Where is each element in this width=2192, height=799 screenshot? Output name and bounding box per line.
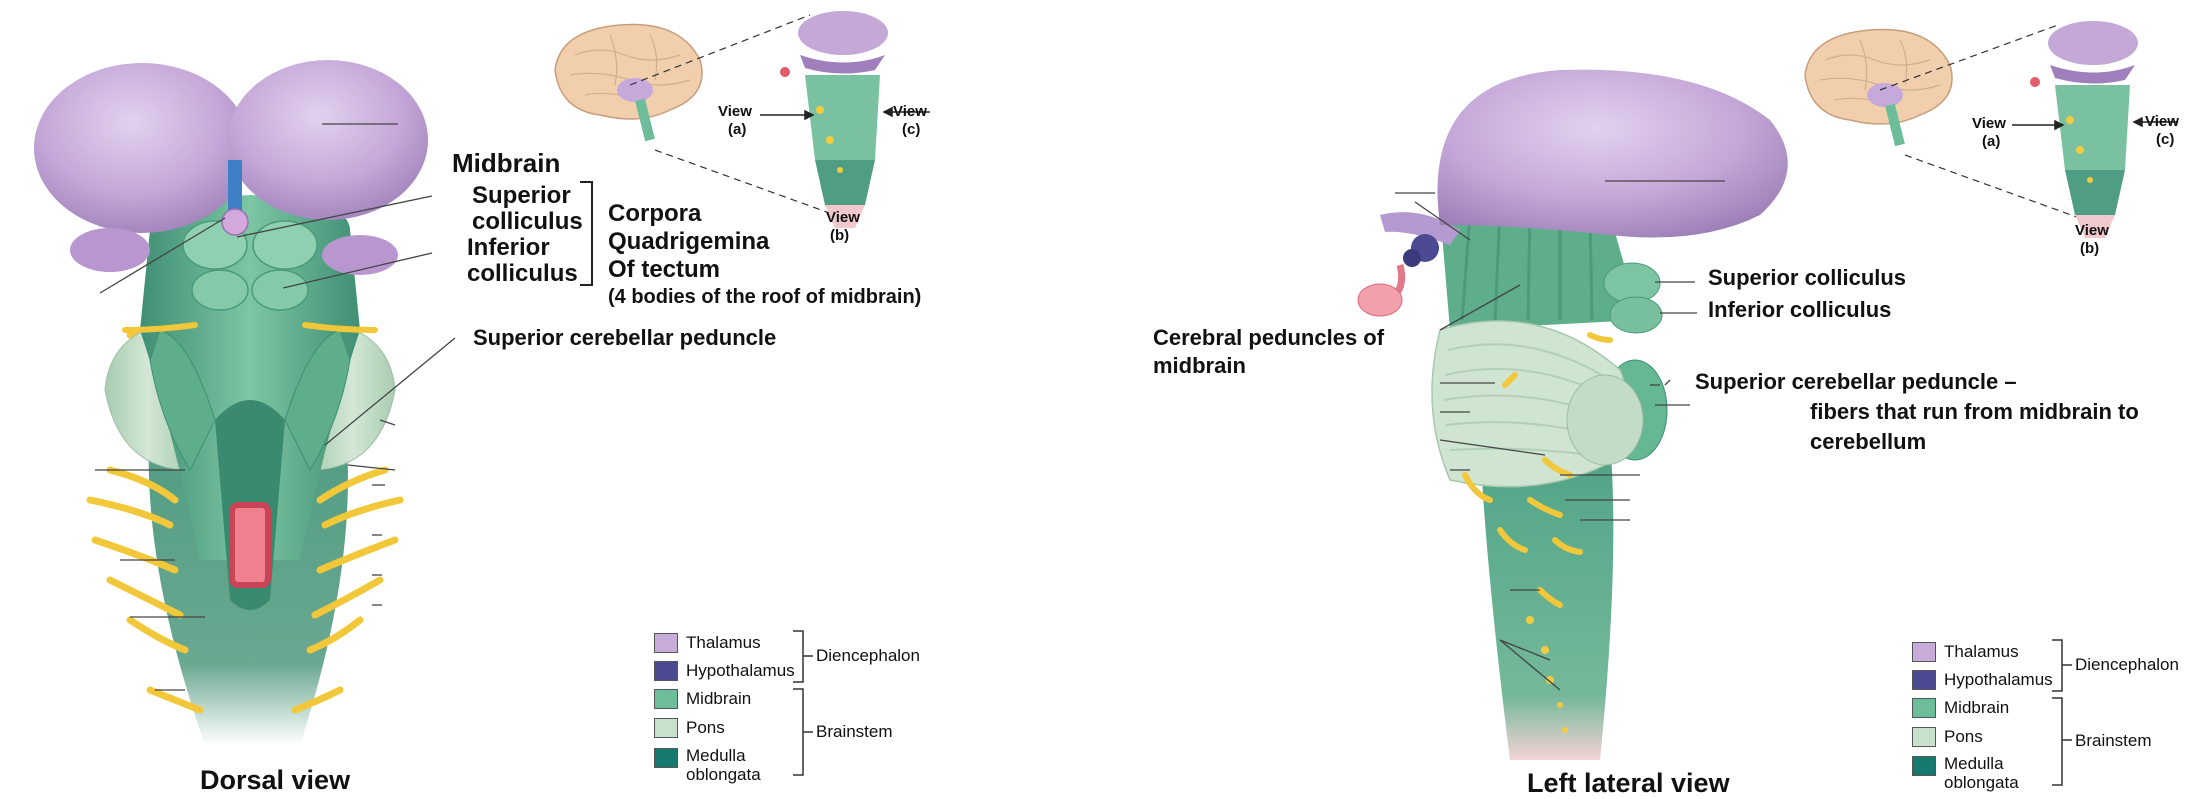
inset-thalamus-small-left [617, 78, 653, 102]
inferior-colliculus-label-2: colliculus [467, 260, 578, 288]
inset-cerebrum-left [555, 24, 702, 119]
pulvinar-right [322, 235, 398, 275]
legend-right-swatch-hypothalamus [1912, 670, 1936, 690]
legend-label-pons: Pons [686, 718, 725, 737]
legend-label-medulla-2: oblongata [686, 765, 761, 784]
legend-right-swatch-midbrain [1912, 698, 1936, 718]
legend-brackets [793, 631, 2072, 785]
legend-right-group-diencephalon: Diencephalon [2075, 655, 2179, 674]
corpora-line-2: Quadrigemina [608, 228, 769, 256]
thalamus-left [34, 63, 250, 233]
legend-right-swatch-pons [1912, 727, 1936, 747]
legend-swatch-hypothalamus [654, 661, 678, 681]
inset-left-view-a-1: View [718, 103, 752, 120]
medulla-lateral [1480, 440, 1613, 760]
lateral-view-caption: Left lateral view [1527, 768, 1730, 799]
lateral-brainstem [1358, 70, 1788, 760]
legend-group-diencephalon: Diencephalon [816, 646, 920, 665]
cut-middle-peduncle [1567, 375, 1643, 465]
inset-left-view-b-1: View [826, 209, 860, 226]
pulvinar-left [70, 228, 150, 272]
inset-left-view-c-2: (c) [902, 121, 920, 138]
inset-midbrain-left [805, 75, 880, 160]
inset-cerebrum-right [1805, 29, 1952, 124]
dorsal-view-caption: Dorsal view [200, 765, 350, 796]
inset-right-view-a-1: View [1972, 115, 2006, 132]
corpora-line-3: Of tectum [608, 256, 720, 284]
legend-right-label-medulla-2: oblongata [1944, 773, 2019, 792]
midbrain-title: Midbrain [452, 148, 560, 178]
legend-swatch-midbrain [654, 689, 678, 709]
thalamus-lateral [1438, 70, 1788, 238]
inset-right-view-b-1: View [2075, 222, 2109, 239]
inset-right-view-a-2: (a) [1982, 133, 2000, 150]
legend-right-label-hypothalamus: Hypothalamus [1944, 670, 2053, 689]
legend-swatch-pons [654, 718, 678, 738]
inset-right-view-b-2: (b) [2080, 240, 2099, 257]
inset-thalamus-large-left [798, 11, 888, 55]
inferior-colliculus-left [192, 270, 248, 310]
inset-hypothalamus-left [800, 55, 885, 74]
third-ventricle [228, 160, 242, 215]
inset-left-view-c-1: View [893, 103, 927, 120]
legend-label-thalamus: Thalamus [686, 633, 761, 652]
inset-right-view-c-2: (c) [2156, 131, 2174, 148]
superior-cerebellar-peduncle-lateral-2: fibers that run from midbrain to [1810, 400, 2139, 424]
superior-colliculus-lateral-label: Superior colliculus [1708, 266, 1906, 290]
pituitary-gland [1358, 284, 1402, 316]
legend-right-label-thalamus: Thalamus [1944, 642, 2019, 661]
cerebral-peduncles-label-1: Cerebral peduncles of [1153, 326, 1384, 350]
legend-swatch-thalamus [654, 633, 678, 653]
inferior-colliculus-lateral [1610, 297, 1662, 333]
superior-cerebellar-peduncle-lateral-1: Superior cerebellar peduncle – [1695, 370, 2017, 394]
superior-colliculus-right [253, 221, 317, 269]
legend-right-label-pons: Pons [1944, 727, 1983, 746]
inset-medulla-left [815, 160, 875, 205]
superior-colliculus-label-1: Superior [472, 182, 571, 210]
superior-cerebellar-peduncle-lateral-3: cerebellum [1810, 430, 1926, 454]
legend-right-swatch-medulla [1912, 756, 1936, 776]
cerebral-peduncles-label-2: midbrain [1153, 354, 1246, 378]
inset-right-view-c-1: View [2145, 113, 2179, 130]
thalamus-right [228, 60, 428, 220]
legend-label-hypothalamus: Hypothalamus [686, 661, 795, 680]
pineal-gland [222, 209, 248, 235]
superior-colliculus-label-2: colliculus [472, 208, 583, 236]
legend-label-midbrain: Midbrain [686, 689, 751, 708]
corpora-line-1: Corpora [608, 200, 701, 228]
legend-right-label-medulla-1: Medulla [1944, 754, 2004, 773]
inset-left-view-a-2: (a) [728, 121, 746, 138]
inferior-colliculus-lateral-label: Inferior colliculus [1708, 298, 1891, 322]
legend-label-medulla-1: Medulla [686, 746, 746, 765]
legend-right-group-brainstem: Brainstem [2075, 731, 2152, 750]
inferior-colliculus-right [252, 270, 308, 310]
legend-swatch-medulla [654, 748, 678, 768]
legend-right-label-midbrain: Midbrain [1944, 698, 2009, 717]
superior-cerebellar-peduncle-label: Superior cerebellar peduncle [473, 326, 776, 350]
corpora-note: (4 bodies of the roof of midbrain) [608, 285, 921, 309]
inferior-colliculus-label-1: Inferior [467, 234, 550, 262]
choroid-plexus [232, 505, 268, 585]
legend-right-swatch-thalamus [1912, 642, 1936, 662]
inset-left-view-b-2: (b) [830, 227, 849, 244]
legend-group-brainstem: Brainstem [816, 722, 893, 741]
